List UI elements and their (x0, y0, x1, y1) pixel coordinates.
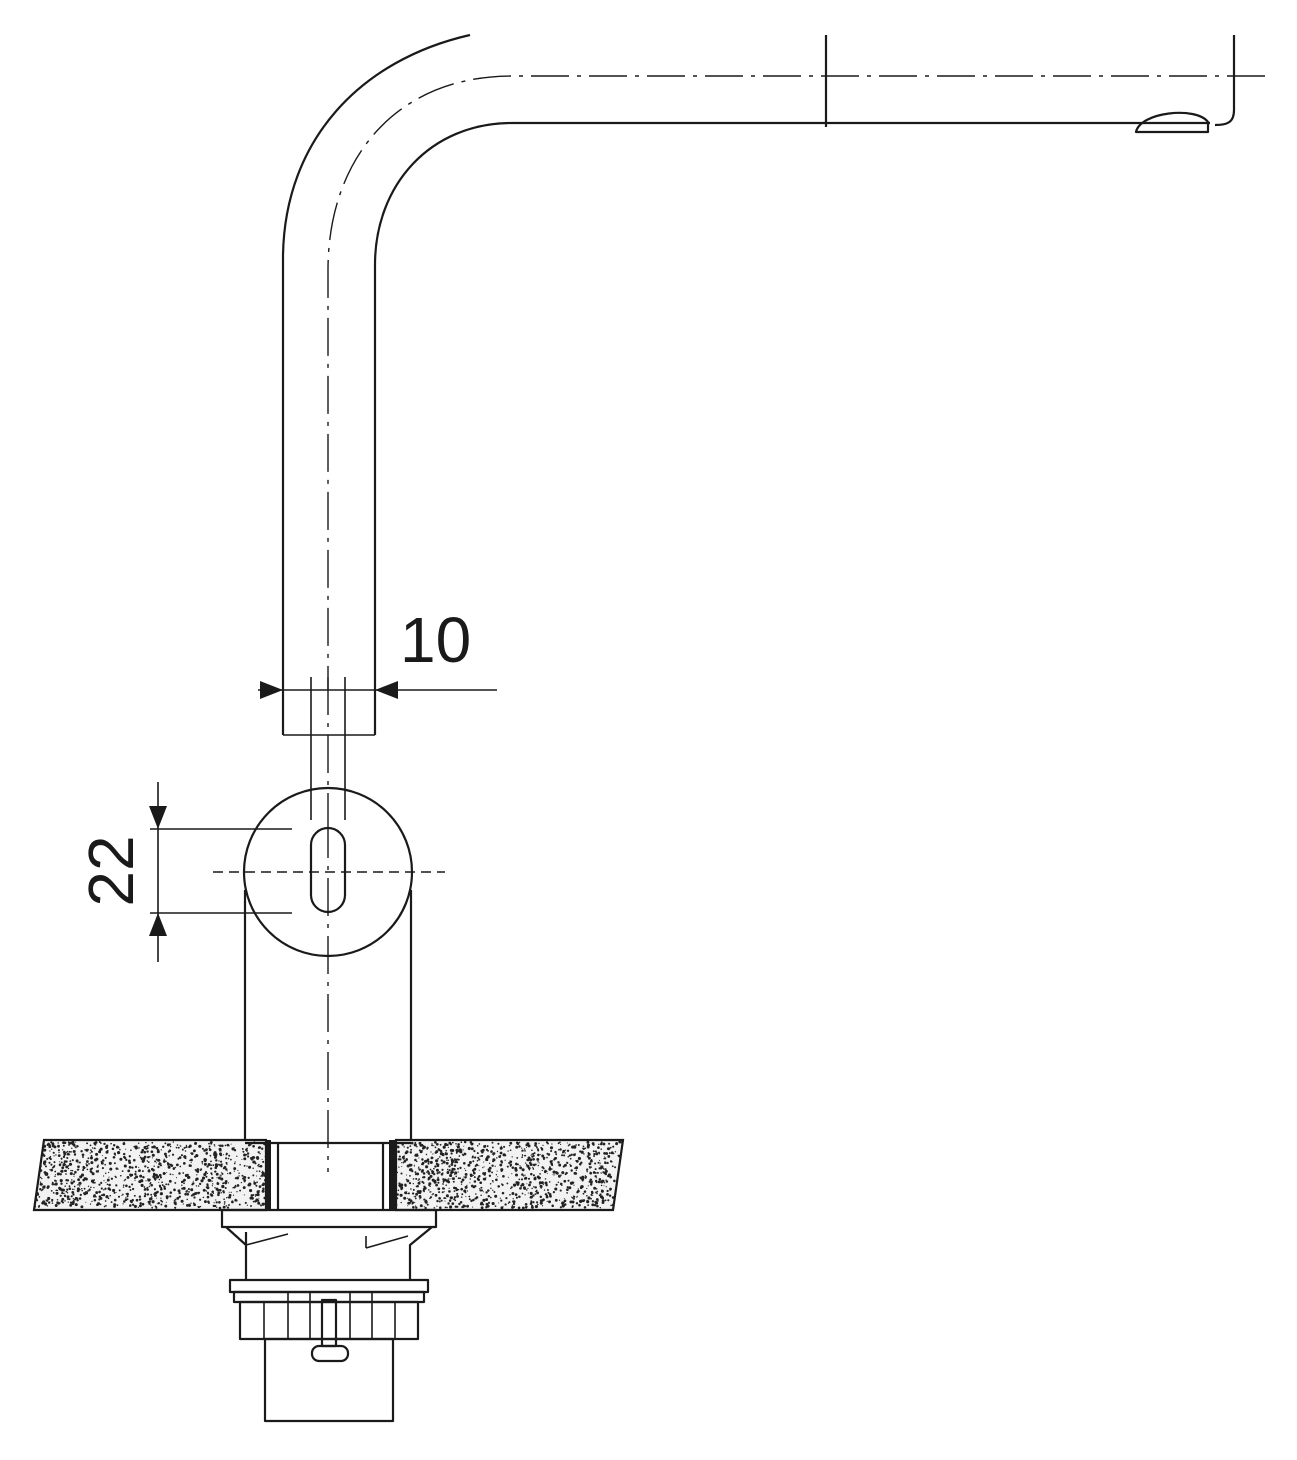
diameter-dimension: 10 (258, 604, 497, 820)
spout-centerline (327, 75, 1265, 690)
dimension-label-22: 22 (75, 835, 147, 906)
countertop (32, 1138, 625, 1212)
spout (281, 33, 1236, 735)
dimension-label-10: 10 (400, 604, 471, 676)
mounting-hardware (220, 1141, 438, 1423)
aerator (1134, 111, 1210, 134)
lever-height-dimension: 22 (75, 782, 292, 962)
